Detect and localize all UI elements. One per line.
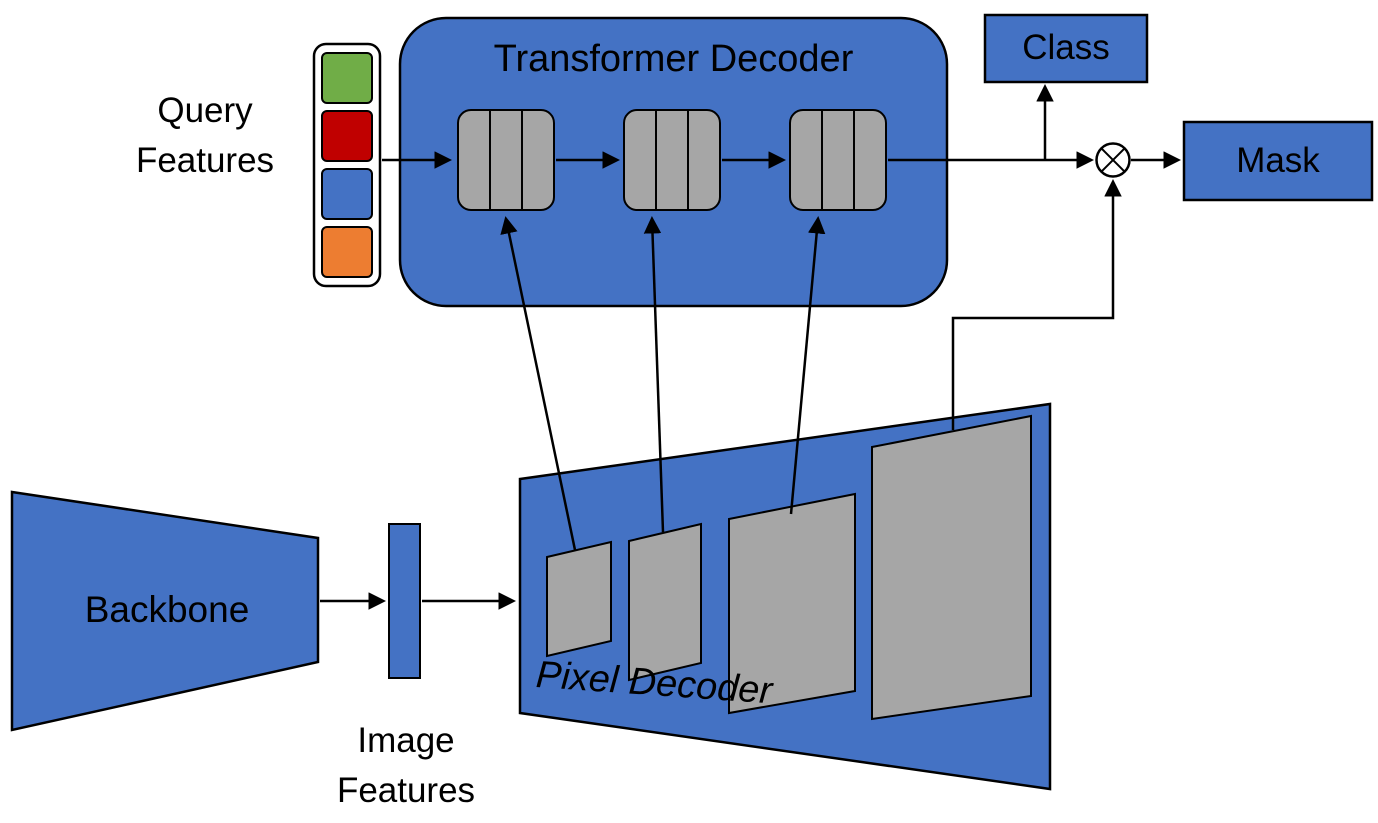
feature-map-3 bbox=[728, 492, 856, 715]
arrow-feature-map-2-to-layer-2 bbox=[643, 216, 665, 533]
feature-map-1 bbox=[546, 540, 612, 658]
backbone-shape bbox=[10, 490, 320, 732]
mask-label: Mask bbox=[1236, 140, 1320, 180]
arrow-feature-map-3-to-layer-3 bbox=[789, 216, 826, 515]
query-token-blue bbox=[321, 168, 373, 220]
class-box bbox=[983, 13, 1149, 84]
query-token-orange bbox=[321, 226, 373, 278]
arrow-feature-map-1-to-layer-1 bbox=[500, 216, 577, 551]
transformer-layer-2-body bbox=[623, 109, 721, 211]
feature-map-4 bbox=[871, 414, 1032, 721]
class-label: Class bbox=[1022, 28, 1110, 68]
backbone-label: Backbone bbox=[84, 589, 250, 630]
query-token-green bbox=[321, 52, 373, 104]
connector-pixel-decoder-to-operator bbox=[951, 179, 1122, 430]
query-token-red bbox=[321, 110, 373, 162]
feature-map-2 bbox=[628, 522, 702, 682]
image-features-label: Image Features bbox=[316, 716, 496, 816]
transformer-layer-3 bbox=[789, 109, 887, 211]
query-tokens-panel bbox=[312, 42, 382, 288]
transformer-layer-1 bbox=[457, 109, 555, 211]
transformer-decoder-title: Transformer Decoder bbox=[493, 38, 854, 80]
image-features-bar bbox=[388, 523, 421, 679]
query-features-line2: Features bbox=[135, 141, 275, 181]
query-features-label: Query Features bbox=[100, 86, 310, 186]
mask-multiply-operator bbox=[1095, 142, 1131, 178]
image-features-line1: Image bbox=[357, 721, 455, 760]
mask-box bbox=[1182, 120, 1374, 202]
image-features-line2: Features bbox=[336, 771, 476, 811]
multiply-x-stroke bbox=[1100, 147, 1126, 173]
arrows-group bbox=[320, 84, 1181, 610]
transformer-layer-2 bbox=[623, 109, 721, 211]
transformer-layer-3-body bbox=[789, 109, 887, 211]
query-features-line1: Query bbox=[157, 91, 253, 130]
transformer-layer-1-body bbox=[457, 109, 555, 211]
